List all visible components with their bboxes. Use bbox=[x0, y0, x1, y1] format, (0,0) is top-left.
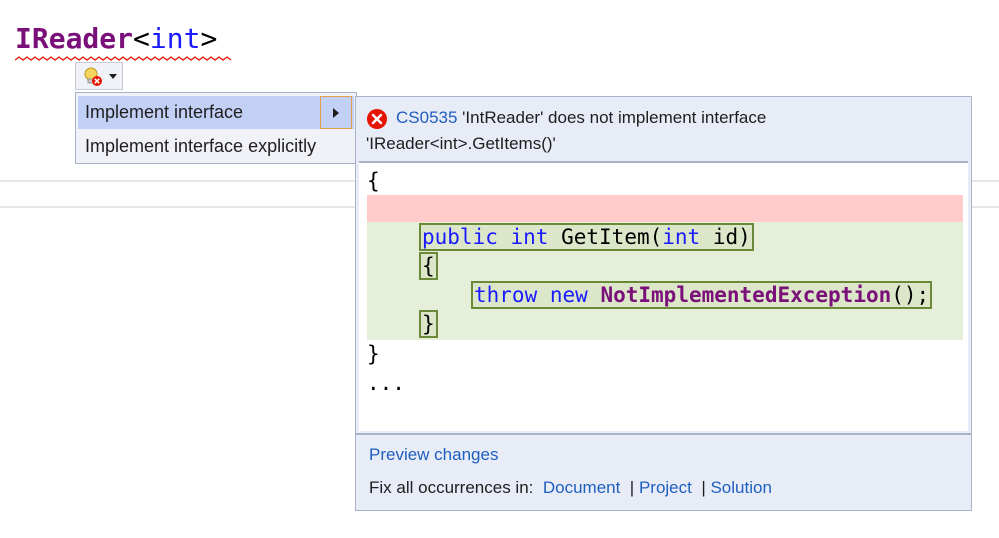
separator: | bbox=[629, 478, 635, 497]
code-line: } bbox=[419, 310, 438, 339]
angle-close: > bbox=[200, 22, 218, 55]
code-line: } bbox=[367, 342, 380, 366]
lightbulb-button[interactable] bbox=[75, 62, 123, 90]
fix-all-row: Fix all occurrences in: Document | Proje… bbox=[369, 476, 772, 500]
code-line: { bbox=[367, 169, 380, 193]
error-icon bbox=[367, 109, 387, 129]
code-line: throw new NotImplementedException(); bbox=[471, 281, 933, 310]
menu-item-label: Implement interface explicitly bbox=[85, 136, 317, 156]
code-line: public int GetItem(int id) bbox=[419, 223, 754, 252]
code-added-span: throw new NotImplementedException(); bbox=[471, 281, 933, 309]
preview-panel: CS0535 'IntReader' does not implement in… bbox=[355, 96, 972, 511]
type-argument: int bbox=[149, 22, 201, 55]
editor-code-line[interactable]: IReader<int> bbox=[15, 22, 217, 56]
diagnostic-message: CS0535 'IntReader' does not implement in… bbox=[366, 105, 956, 157]
error-squiggle bbox=[15, 56, 232, 61]
lightbulb-error-icon bbox=[84, 67, 102, 86]
fix-document-link[interactable]: Document bbox=[542, 478, 621, 497]
angle-open: < bbox=[133, 22, 150, 55]
separator: | bbox=[701, 478, 706, 497]
code-added-span: { bbox=[419, 252, 438, 280]
fix-project-link[interactable]: Project bbox=[638, 478, 692, 497]
diagnostic-code-link[interactable]: CS0535 bbox=[396, 108, 458, 127]
diagnostic-text: 'IntReader' does not implement interface bbox=[462, 108, 767, 127]
menu-item-implement-interface[interactable]: Implement interface bbox=[78, 96, 354, 129]
chevron-right-icon bbox=[333, 108, 339, 118]
code-line: ... bbox=[367, 371, 405, 395]
submenu-arrow-button[interactable] bbox=[320, 96, 352, 129]
code-added-span: public int GetItem(int id) bbox=[419, 223, 754, 251]
fix-all-label: Fix all occurrences in: bbox=[369, 478, 534, 497]
removed-line-highlight bbox=[367, 195, 963, 222]
quick-actions-menu: Implement interface Implement interface … bbox=[75, 92, 357, 164]
diagnostic-text-continued: 'IReader<int>.GetItems()' bbox=[366, 134, 556, 153]
fix-solution-link[interactable]: Solution bbox=[710, 478, 772, 497]
chevron-down-icon bbox=[109, 74, 117, 79]
menu-item-label: Implement interface bbox=[85, 102, 244, 122]
type-name: IReader bbox=[15, 22, 134, 55]
code-preview: { public int GetItem(int id) { throw new… bbox=[359, 161, 968, 431]
preview-changes-link[interactable]: Preview changes bbox=[369, 445, 499, 464]
code-added-span: } bbox=[419, 310, 438, 338]
footer-separator bbox=[356, 433, 971, 435]
menu-item-implement-interface-explicitly[interactable]: Implement interface explicitly bbox=[78, 130, 354, 163]
code-line: { bbox=[419, 252, 438, 281]
